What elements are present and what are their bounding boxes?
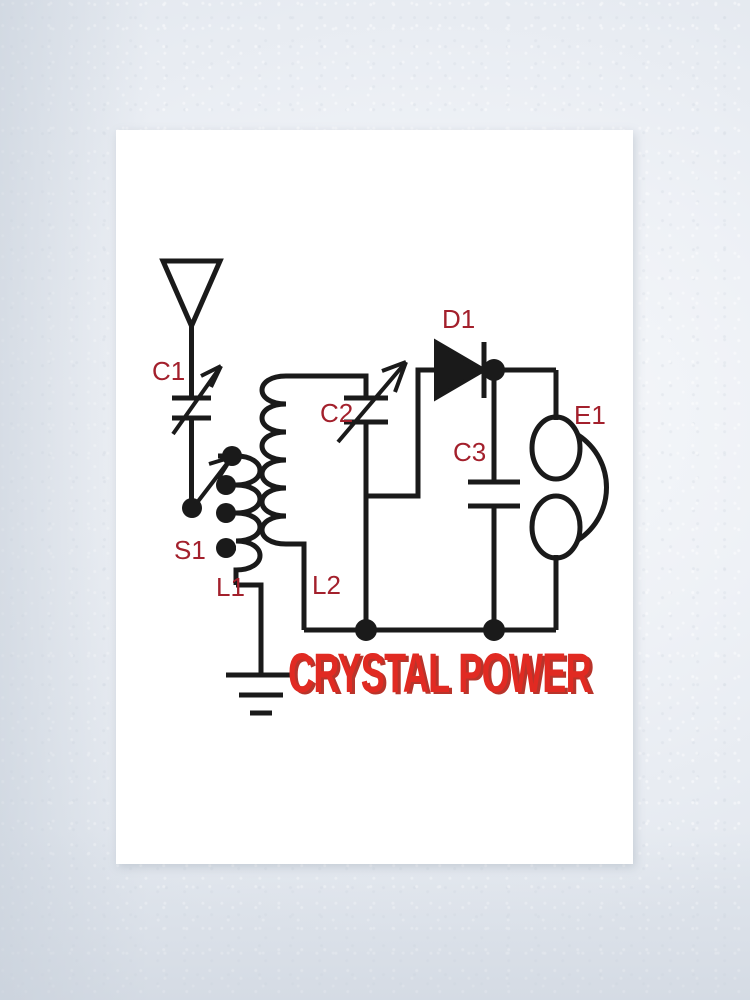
poster-title-shadow: CRYSTAL POWER [291,643,594,706]
crystal-radio-schematic: C1 S1 L1 C2 L2 D1 C3 E1 CRYSTAL POWER CR… [152,258,609,716]
label-d1: D1 [442,304,475,334]
poster-title-text: CRYSTAL POWER [288,641,591,704]
label-c1: C1 [152,356,185,386]
label-c3: C3 [453,437,486,467]
label-l1: L1 [216,572,245,602]
capacitor-c3-icon [468,370,520,630]
wire-l2-top [304,373,369,398]
junction-dots [355,359,505,641]
label-l2: L2 [312,570,341,600]
capacitor-c1-icon [171,364,223,508]
label-s1: S1 [174,535,206,565]
antenna-icon [159,258,224,398]
inductor-l1-taps [216,446,242,558]
label-c2: C2 [320,398,353,428]
wire-tank-to-diode [366,367,436,499]
ground-icon [226,672,296,716]
inductor-l2-icon [259,373,307,630]
capacitor-c2-icon [336,360,408,630]
poster: C1 S1 L1 C2 L2 D1 C3 E1 CRYSTAL POWER CR… [116,130,633,864]
switch-s1-icon [182,455,234,518]
poster-title: CRYSTAL POWER CRYSTAL POWER [288,641,595,706]
label-e1: E1 [574,400,606,430]
earphone-e1-icon [529,414,609,561]
